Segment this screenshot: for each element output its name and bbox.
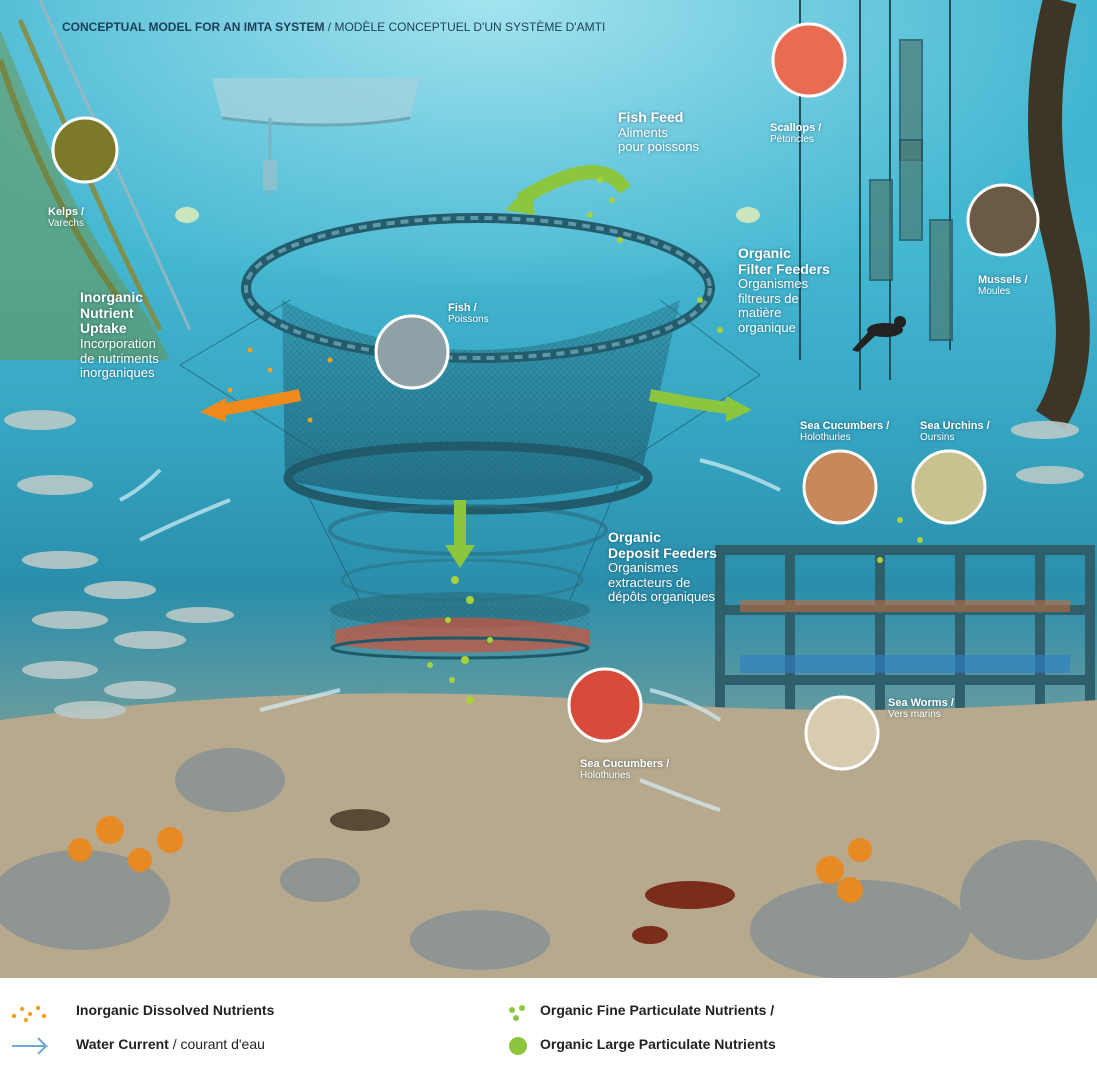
legend-dissolved: Inorganic Dissolved Nutrients [76, 1002, 274, 1018]
scene-artwork [0, 0, 1097, 978]
fish-label: Fish /Poissons [448, 302, 489, 326]
sea-worm-callout [806, 697, 878, 769]
imta-illustration: CONCEPTUAL MODEL FOR AN IMTA SYSTEM / MO… [0, 0, 1097, 978]
legend-symbols [0, 978, 1097, 1078]
sediment-collector [330, 592, 590, 658]
flounder [330, 809, 390, 831]
sea-cucumbers-bottom-label: Sea Cucumbers /Holothuries [580, 758, 669, 782]
sea-cucumbers-label: Sea Cucumbers /Holothuries [800, 420, 889, 444]
legend-water-current: Water Current / courant d'eau [76, 1036, 265, 1052]
sea-worms-label: Sea Worms /Vers marins [888, 697, 954, 721]
large-particulate-icon [509, 1037, 527, 1055]
legend: Inorganic Dissolved Nutrients Water Curr… [0, 978, 1097, 1078]
buoy [736, 207, 760, 223]
kelps-label: Kelps /Varechs [48, 206, 84, 230]
scallop-callout [773, 24, 845, 96]
buoy [175, 207, 199, 223]
kelp-callout [53, 118, 117, 182]
inorganic-dissolved-icon [12, 1006, 46, 1022]
sea-cucumber-callout [804, 451, 876, 523]
legend-fine-particulate: Organic Fine Particulate Nutrients / [540, 1002, 774, 1018]
water-current-icon [12, 1038, 46, 1054]
page-title: CONCEPTUAL MODEL FOR AN IMTA SYSTEM / MO… [62, 20, 605, 34]
mussels-label: Mussels /Moules [978, 274, 1028, 298]
sea-urchin-callout [913, 451, 985, 523]
legend-large-particulate: Organic Large Particulate Nutrients [540, 1036, 776, 1052]
inorganic-nutrient-uptake-label: InorganicNutrientUptake Incorporationde … [80, 290, 159, 381]
mussel-callout [968, 185, 1038, 255]
sea-cucumber-bottom-callout [569, 669, 641, 741]
organic-deposit-feeders-label: OrganicDeposit Feeders Organismesextract… [608, 530, 717, 605]
scallops-label: Scallops /Pétoncles [770, 122, 821, 146]
fish-feed-label: Fish FeedAlimentspour poissons [618, 110, 699, 155]
fine-particulate-icon [509, 1005, 525, 1021]
sea-urchins-label: Sea Urchins /Oursins [920, 420, 990, 444]
fish-callout [376, 316, 448, 388]
organic-filter-feeders-label: OrganicFilter Feeders Organismesfiltreur… [738, 246, 830, 336]
